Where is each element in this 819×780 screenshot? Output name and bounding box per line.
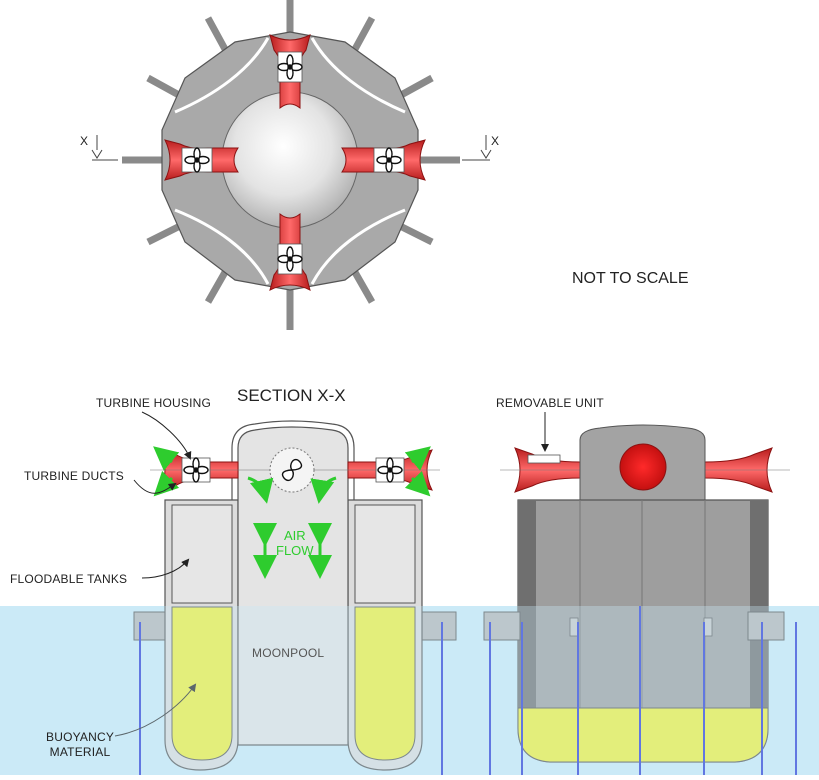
section-view xyxy=(114,411,457,775)
elevation-mooring-lines xyxy=(489,606,797,775)
elevation-red-ball xyxy=(619,443,667,491)
moonpool-label: MOONPOOL xyxy=(252,646,325,660)
floodable-tank-right xyxy=(354,504,416,604)
turbine-housing-label: TURBINE HOUSING xyxy=(96,396,212,410)
central-fan-icon xyxy=(269,447,315,493)
air-flow-label: AIR FLOW xyxy=(276,528,314,558)
section-mark-right-label: X xyxy=(491,134,500,148)
plan-view xyxy=(91,0,492,330)
section-mark-left-label: X xyxy=(80,134,89,148)
floodable-tanks-label: FLOODABLE TANKS xyxy=(10,572,128,586)
buoyancy-material-label: BUOYANCY MATERIAL xyxy=(46,730,115,759)
elevation-view xyxy=(0,412,819,775)
elevation-buoyancy xyxy=(517,707,769,763)
removable-unit-label: REMOVABLE UNIT xyxy=(496,396,604,410)
turbine-ducts-label: TURBINE DUCTS xyxy=(24,469,124,483)
buoyancy-right xyxy=(354,606,416,761)
section-marker-right xyxy=(462,135,492,161)
moonpool-chimney xyxy=(237,426,349,746)
turbine-icon xyxy=(183,457,403,483)
plan-central-sphere xyxy=(221,91,359,229)
section-marker-left xyxy=(91,135,118,161)
floodable-tank-left xyxy=(171,504,233,604)
leader-arrows xyxy=(114,411,197,737)
not-to-scale-label: NOT TO SCALE xyxy=(572,270,689,287)
airflow-arrows xyxy=(153,446,431,579)
buoyancy-left xyxy=(171,606,233,761)
section-title: SECTION X-X xyxy=(237,386,346,405)
turbine-icon xyxy=(184,54,402,272)
section-mooring-lines xyxy=(139,622,443,775)
